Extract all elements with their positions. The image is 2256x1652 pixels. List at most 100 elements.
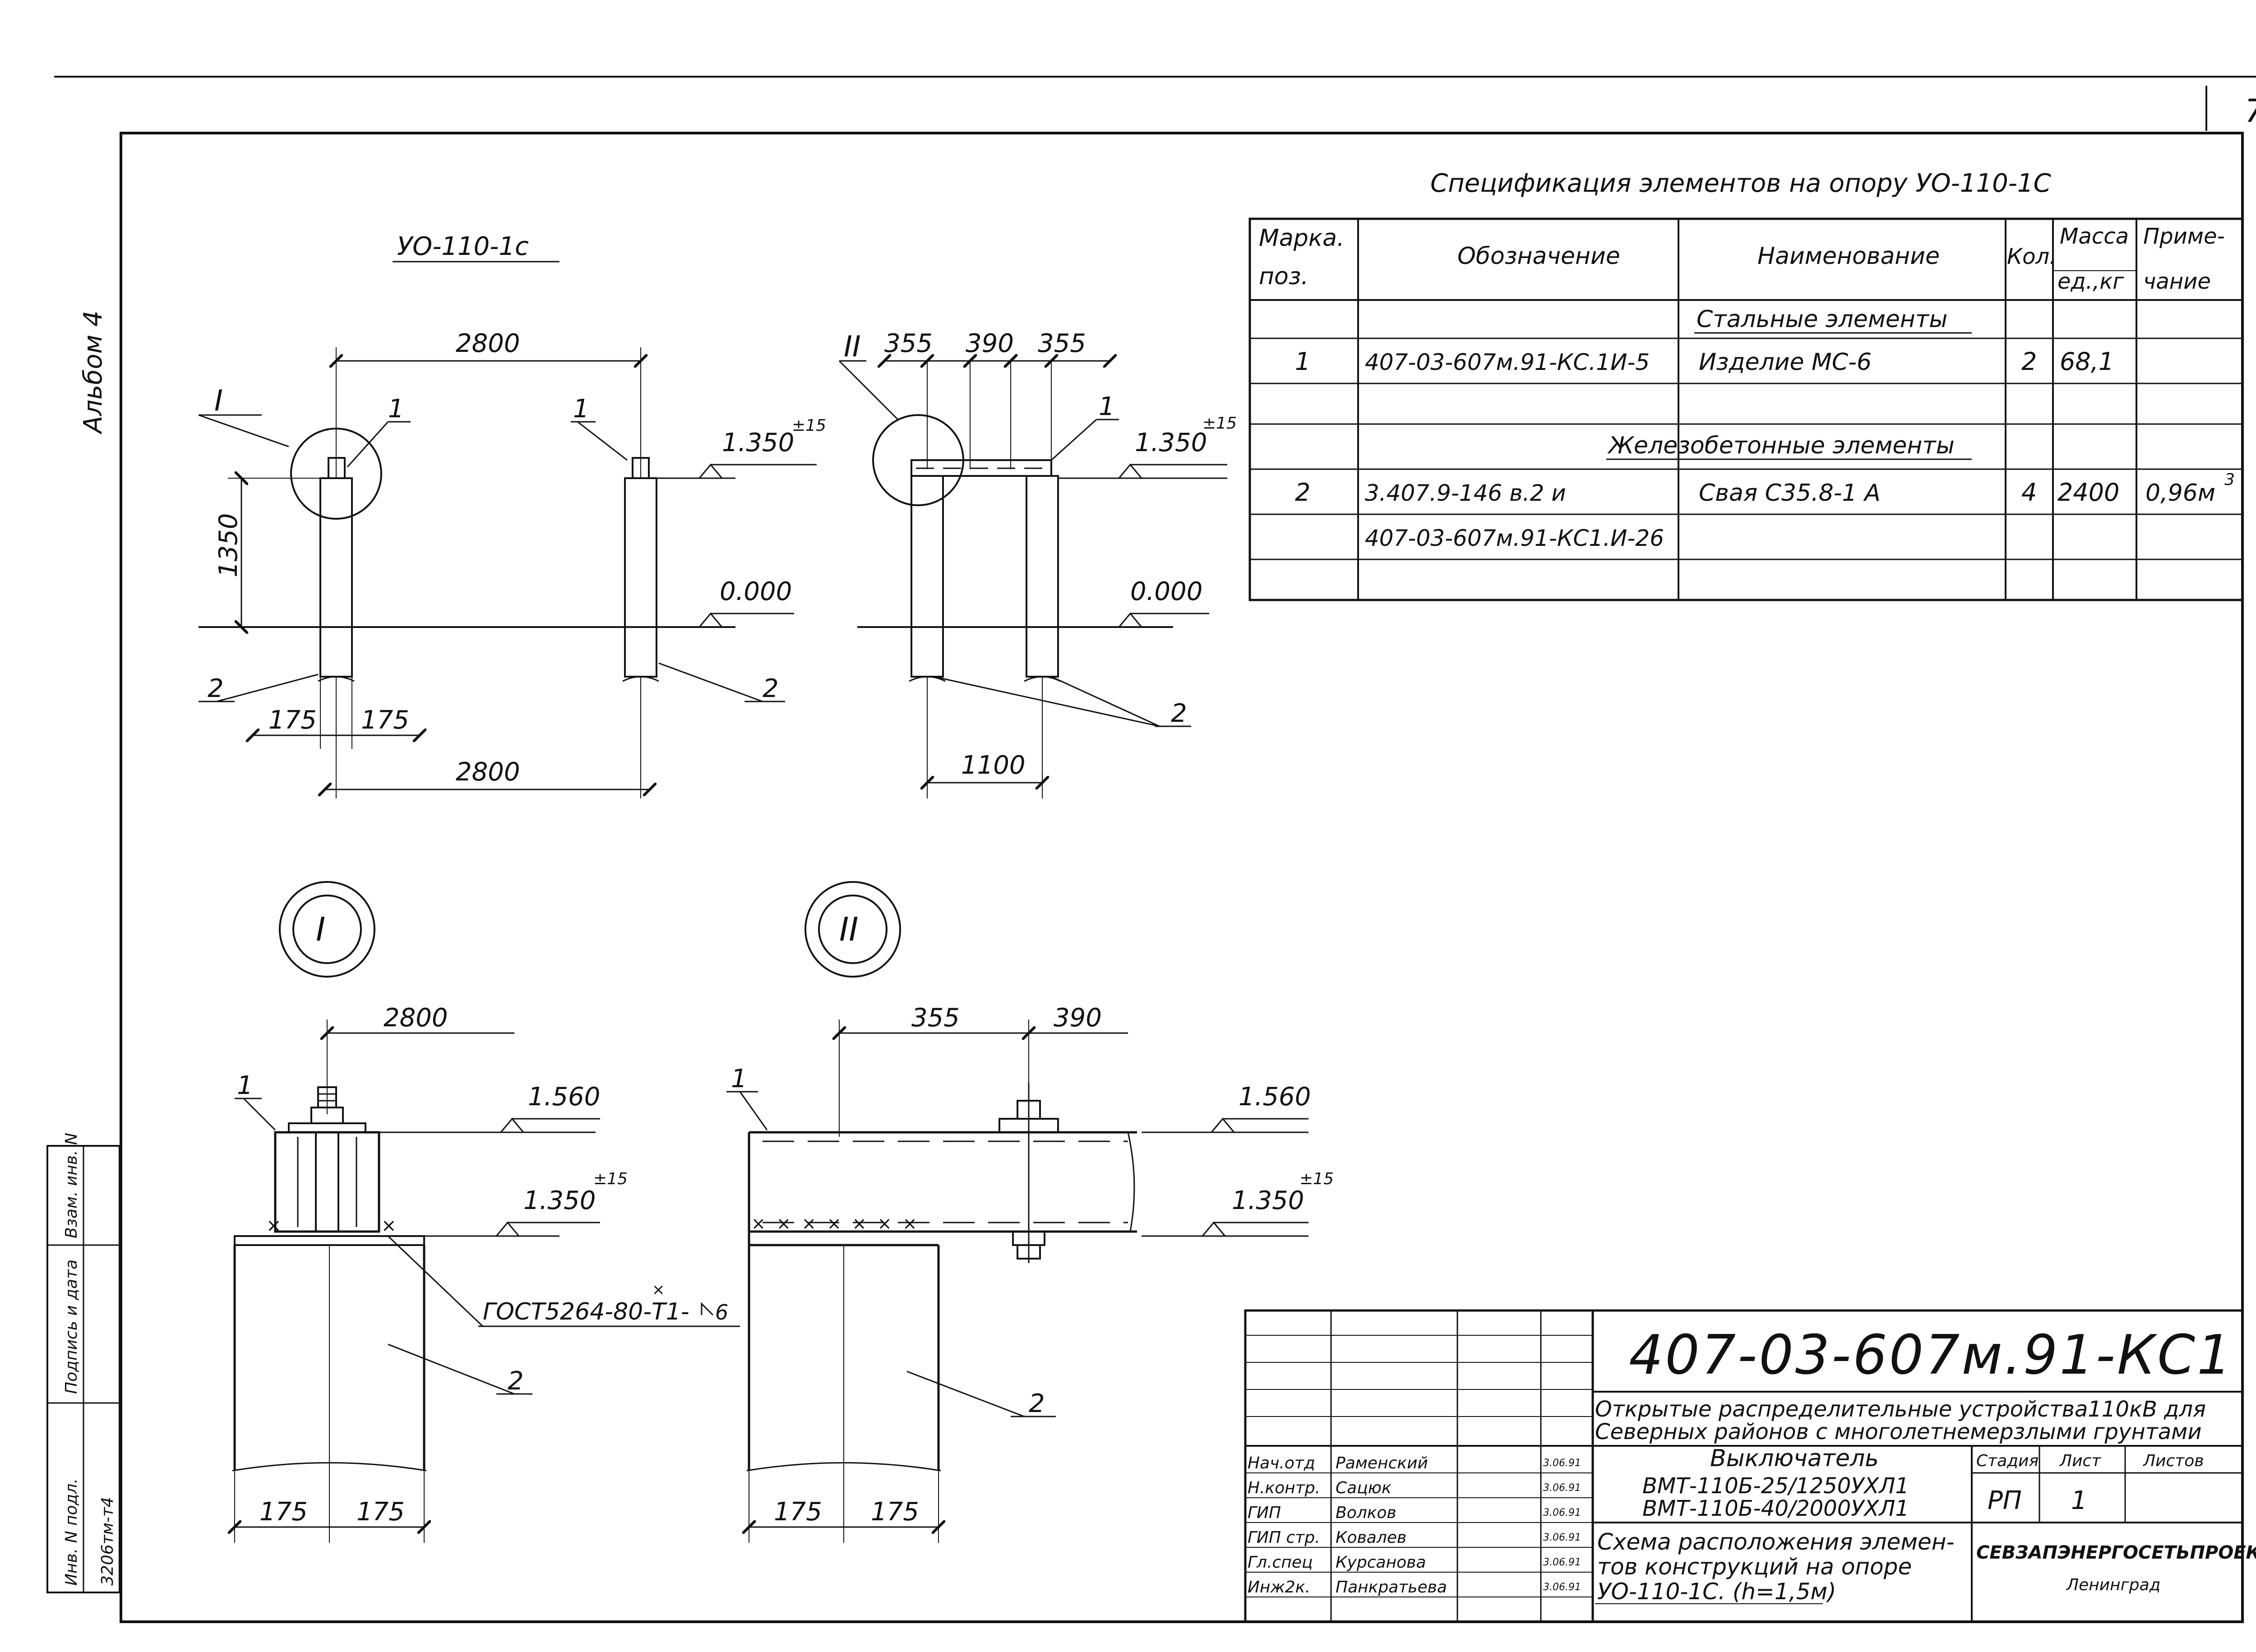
svg-text:2: 2 [1171, 699, 1187, 728]
plan-dim-height: 1350 [214, 513, 243, 577]
strip-inv-original: Инв. N подл. [62, 1478, 81, 1586]
svg-text:3.407.9-146 в.2 и: 3.407.9-146 в.2 и [1365, 480, 1566, 506]
svg-text:тов конструкций на опоре: тов конструкций на опоре [1597, 1554, 1912, 1580]
svg-text:Гл.спец: Гл.спец [1248, 1553, 1313, 1572]
svg-text:3.06.91: 3.06.91 [1543, 1532, 1581, 1543]
svg-text:× × × × × × ×: × × × × × × × [751, 1214, 920, 1233]
svg-text:ГИП стр.: ГИП стр. [1248, 1528, 1320, 1547]
svg-text:3.06.91: 3.06.91 [1543, 1507, 1581, 1518]
svg-text:1: 1 [731, 1064, 747, 1094]
svg-text:4: 4 [2021, 478, 2037, 507]
svg-text:68,1: 68,1 [2060, 347, 2114, 376]
organization: СЕВЗАПЭНЕРГОСЕТЬПРОЕКТ [1976, 1542, 2256, 1563]
weld-leg: 6 [715, 1300, 728, 1324]
svg-text:175: 175 [268, 706, 317, 735]
svg-text:2: 2 [763, 674, 779, 703]
sheet-value: 1 [2071, 1486, 2087, 1515]
svg-text:Стадия: Стадия [1976, 1452, 2039, 1470]
svg-text:1.560: 1.560 [1239, 1082, 1311, 1112]
svg-text:3: 3 [2224, 471, 2235, 489]
svg-text:1: 1 [388, 394, 404, 424]
svg-text:0.000: 0.000 [1130, 577, 1202, 606]
strip-inv-value: 3206тм-т4 [98, 1497, 117, 1586]
detail-II: II 355 390 × × × × × × × 1 2 [726, 881, 1334, 1543]
svg-text:407-03-607м.91-КС1.И-26: 407-03-607м.91-КС1.И-26 [1365, 525, 1664, 551]
svg-text:Свая С35.8-1 А: Свая С35.8-1 А [1699, 480, 1881, 507]
svg-text:2: 2 [208, 674, 224, 703]
svg-text:175: 175 [259, 1497, 308, 1527]
strip-signature-date: Подпись и дата [62, 1260, 81, 1394]
page-number: 7 [2245, 92, 2256, 129]
svg-text:175: 175 [356, 1497, 405, 1527]
strip-replacement-inv: Взам. инв. N [62, 1133, 81, 1238]
svg-text:0,96м: 0,96м [2145, 480, 2215, 507]
svg-text:3.06.91: 3.06.91 [1543, 1557, 1581, 1568]
svg-text:2800: 2800 [384, 1003, 448, 1033]
equip-title: Выключатель [1710, 1445, 1879, 1472]
spec-title: Спецификация элементов на опору УО-110-1… [1430, 169, 2051, 198]
svg-text:1: 1 [1295, 347, 1310, 376]
svg-text:3.06.91: 3.06.91 [1543, 1482, 1581, 1494]
svg-text:407-03-607м.91-КС.1И-5: 407-03-607м.91-КС.1И-5 [1365, 349, 1650, 375]
svg-text:±15: ±15 [593, 1170, 628, 1188]
drawing-frame [120, 132, 2244, 1623]
spec-table: Спецификация элементов на опору УО-110-1… [1248, 169, 2244, 601]
svg-text:Раменский: Раменский [1336, 1454, 1428, 1472]
album-label: Альбом 4 [79, 310, 108, 434]
detail-I: I 2800 × × 1 2 1.560 1 [232, 881, 740, 1543]
svg-text:Нач.отд: Нач.отд [1248, 1454, 1315, 1472]
svg-text:Волков: Волков [1336, 1504, 1396, 1522]
svg-text:поз.: поз. [1259, 263, 1308, 290]
svg-text:Изделие МС-6: Изделие МС-6 [1699, 349, 1872, 376]
svg-text:Марка.: Марка. [1259, 225, 1345, 252]
weld-note: ГОСТ5264-80-Т1- [483, 1298, 689, 1325]
svg-text:ВМТ-110Б-40/2000УХЛ1: ВМТ-110Б-40/2000УХЛ1 [1642, 1496, 1909, 1521]
svg-text:1: 1 [1099, 392, 1115, 421]
left-strip: Взам. инв. N Подпись и дата Инв. N подл.… [46, 1133, 120, 1593]
detail-II-label: II [839, 910, 858, 948]
svg-text:±15: ±15 [792, 416, 826, 435]
svg-text:2400: 2400 [2057, 478, 2119, 507]
plan-level-ground: 0.000 [720, 577, 792, 606]
plan-view: УО-110-1с 2800 I 1 1350 2 175 175 [198, 232, 1237, 798]
svg-text:Схема расположения элемен-: Схема расположения элемен- [1597, 1529, 1955, 1555]
svg-text:Кол.: Кол. [2007, 244, 2056, 269]
svg-text:Курсанова: Курсанова [1336, 1553, 1426, 1572]
svg-text:Н.контр.: Н.контр. [1248, 1479, 1320, 1497]
plan-node-II: II [844, 330, 861, 364]
svg-text:×: × [381, 1215, 397, 1236]
svg-text:Листов: Листов [2142, 1452, 2204, 1470]
plan-level-top: 1.350 [722, 428, 794, 457]
svg-text:390: 390 [966, 329, 1014, 358]
svg-text:1.350: 1.350 [1135, 428, 1207, 457]
stage-value: РП [1988, 1486, 2022, 1515]
svg-text:Масса: Масса [2060, 224, 2129, 249]
plan-dim-top: 2800 [456, 329, 520, 358]
plan-dim-1100: 1100 [961, 751, 1026, 780]
project-line-1: Открытые распределительные устройства110… [1595, 1397, 2206, 1422]
svg-text:175: 175 [871, 1497, 919, 1527]
spec-section-concrete: Железобетонные элементы [1607, 432, 1955, 459]
project-line-2: Северных районов с многолетнемерзлыми гр… [1595, 1419, 2202, 1444]
drawing-code: 407-03-607м.91-КС1 [1629, 1324, 2233, 1387]
svg-text:±15: ±15 [1299, 1170, 1334, 1188]
svg-text:УО-110-1С. (h=1,5м): УО-110-1С. (h=1,5м) [1597, 1578, 1836, 1605]
title-block: Нач.отд Раменский 3.06.91 Н.контр. Сацюк… [1244, 1309, 2256, 1623]
detail-I-label: I [316, 910, 325, 948]
svg-text:Приме-: Приме- [2143, 224, 2225, 249]
svg-text:Панкратьева: Панкратьева [1336, 1578, 1447, 1597]
svg-text:355: 355 [911, 1003, 960, 1033]
svg-text:×: × [652, 1281, 665, 1299]
svg-text:2: 2 [508, 1366, 524, 1396]
svg-text:2: 2 [2021, 347, 2037, 376]
svg-text:1: 1 [573, 394, 589, 424]
svg-text:Наименование: Наименование [1757, 243, 1940, 270]
svg-text:355: 355 [1038, 329, 1086, 358]
svg-text:1.560: 1.560 [528, 1082, 600, 1112]
svg-text:чание: чание [2143, 269, 2211, 294]
svg-text:1.350: 1.350 [1232, 1186, 1304, 1215]
svg-text:Обозначение: Обозначение [1457, 243, 1620, 270]
svg-text:175: 175 [361, 706, 409, 735]
svg-text:390: 390 [1054, 1003, 1102, 1033]
